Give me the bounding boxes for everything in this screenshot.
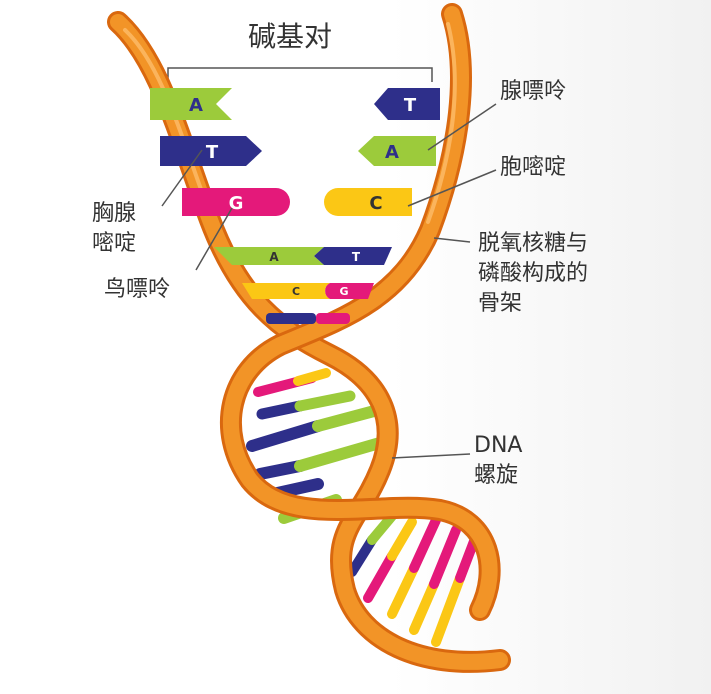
callout-guanine bbox=[195, 207, 233, 271]
backbone bbox=[107, 3, 511, 673]
label-backbone-line2: 磷酸构成的 bbox=[478, 261, 588, 286]
base-pairs-upper: A T T A G C A T C G bbox=[150, 88, 440, 324]
rung-segment bbox=[367, 511, 397, 545]
callout-adenine bbox=[427, 103, 497, 151]
label-dna-line2: 螺旋 bbox=[474, 463, 518, 488]
rung-segment bbox=[294, 434, 396, 472]
title-bracket bbox=[167, 67, 433, 82]
base-g-joined-letter: G bbox=[339, 285, 348, 298]
base-thin-right bbox=[316, 313, 350, 324]
base-a-right-letter: A bbox=[385, 142, 399, 163]
base-t-left-letter: T bbox=[206, 142, 219, 163]
rung-segment bbox=[256, 400, 306, 420]
base-a-left bbox=[150, 88, 232, 120]
base-c-joined bbox=[242, 283, 330, 299]
base-t-right-letter: T bbox=[404, 95, 417, 116]
label-thymine-line1: 胸腺 bbox=[92, 201, 136, 226]
rung-segment bbox=[294, 390, 356, 412]
rung-segment bbox=[431, 573, 465, 647]
rung-segment bbox=[387, 517, 417, 561]
label-cytosine: 胞嘧啶 bbox=[500, 155, 566, 180]
label-backbone-line1: 脱氧核糖与 bbox=[478, 231, 588, 256]
base-a-joined bbox=[214, 247, 324, 265]
base-g-joined bbox=[325, 283, 374, 299]
label-dna-line1: DNA bbox=[474, 433, 522, 458]
base-t-right bbox=[374, 88, 440, 120]
base-c-right bbox=[324, 188, 412, 216]
rung-segment bbox=[409, 579, 439, 635]
rung-segment bbox=[347, 535, 377, 577]
label-backbone-line3: 骨架 bbox=[478, 291, 522, 316]
base-g-left bbox=[182, 188, 290, 216]
rung-segment bbox=[387, 563, 419, 619]
label-guanine: 鸟嘌呤 bbox=[104, 277, 170, 302]
rung-segment bbox=[312, 404, 384, 432]
label-adenine: 腺嘌呤 bbox=[500, 79, 566, 104]
label-thymine-line2: 嘧啶 bbox=[92, 231, 136, 256]
base-t-joined-letter: T bbox=[352, 250, 361, 264]
labels: 腺嘌呤 胞嘧啶 脱氧核糖与 磷酸构成的 骨架 胸腺 嘧啶 鸟嘌呤 DNA 螺旋 bbox=[92, 79, 588, 488]
rung-segment bbox=[254, 460, 306, 480]
backbone-strand-right bbox=[222, 6, 498, 618]
rung-segment bbox=[246, 420, 324, 452]
callout-cytosine bbox=[407, 169, 497, 207]
base-t-joined bbox=[314, 247, 392, 265]
base-c-joined-letter: C bbox=[292, 285, 300, 298]
callout-dna bbox=[391, 453, 471, 459]
backbone-highlight bbox=[426, 22, 457, 224]
diagram-title: 碱基对 bbox=[248, 20, 332, 53]
base-thin-left bbox=[266, 313, 316, 324]
base-t-left bbox=[160, 136, 262, 166]
base-c-right-letter: C bbox=[369, 193, 382, 214]
callout-lines bbox=[161, 103, 497, 459]
base-a-joined-letter: A bbox=[269, 250, 279, 264]
rung-segment bbox=[429, 525, 461, 589]
rung-segment bbox=[293, 368, 331, 386]
base-a-right bbox=[358, 136, 436, 166]
rung-segment bbox=[409, 515, 441, 573]
callout-backbone bbox=[433, 237, 471, 243]
callout-thymine bbox=[161, 149, 203, 207]
rung-segment bbox=[363, 551, 397, 603]
base-a-left-letter: A bbox=[189, 95, 203, 116]
